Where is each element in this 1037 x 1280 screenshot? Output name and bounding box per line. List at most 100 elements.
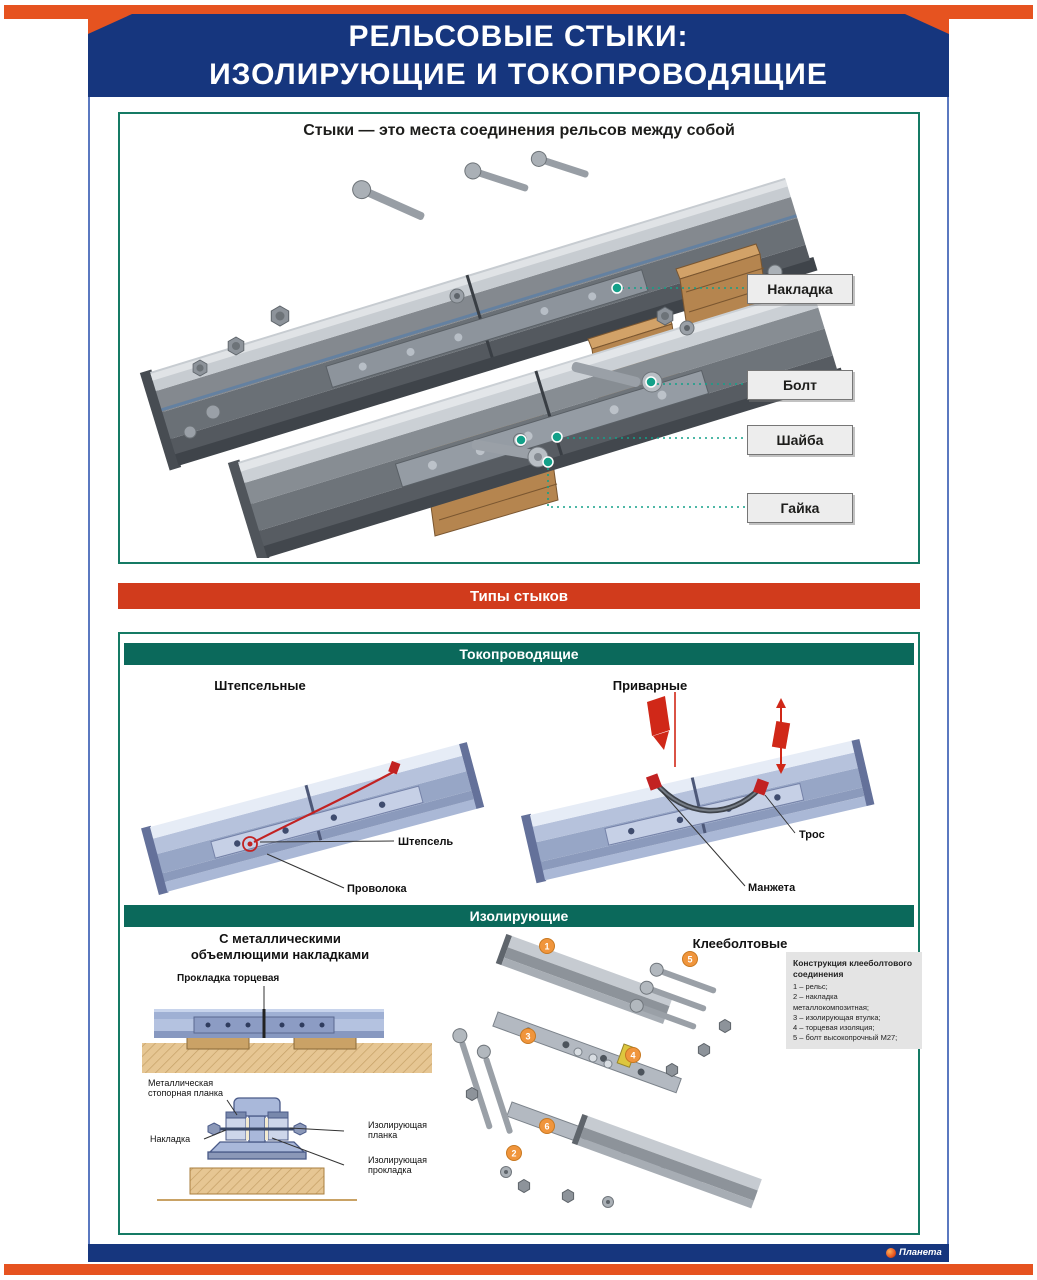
callout-box-bolt: Болт xyxy=(747,370,853,400)
glued-bolted-title: Клееболтовые xyxy=(692,936,788,951)
small-bolt-head-1 xyxy=(205,404,221,420)
glued-bolted-legend: Конструкция клееболтового соединения 1 –… xyxy=(786,952,922,1049)
conducting-header-bar: Токопроводящие xyxy=(124,643,914,665)
welded-joint-illustration: Трос Манжета xyxy=(521,692,875,894)
plug-label: Штепсель xyxy=(398,836,453,848)
callout-markers xyxy=(515,282,657,468)
plug-wire xyxy=(242,760,401,852)
cable xyxy=(645,773,770,814)
svg-text:4: 4 xyxy=(630,1051,635,1061)
callout-2: 2 xyxy=(506,1145,522,1161)
plug-label-leader xyxy=(259,840,395,843)
front-rail xyxy=(227,286,845,558)
legend-item: 3 – изолирующая втулка; xyxy=(793,1012,881,1022)
insulating-header-bar: Изолирующие xyxy=(124,905,914,927)
glued-bolted-exploded-view: 1 2 3 4 5 6 xyxy=(452,934,762,1209)
wire-label-leader xyxy=(266,853,345,889)
exploded-callouts: 1 2 3 4 5 6 xyxy=(506,938,698,1161)
exploded-bolt-3 xyxy=(629,998,697,1030)
callout-1: 1 xyxy=(539,938,555,954)
types-section: Токопроводящие Штепсельные Приварные xyxy=(118,632,922,1235)
publisher-logo-icon xyxy=(886,1247,896,1258)
legend-item: 1 – рельс; xyxy=(793,982,828,992)
welded-joint-title: Приварные xyxy=(612,678,688,693)
dimension-arrows xyxy=(647,692,791,774)
cuff-label-leader xyxy=(661,791,746,887)
washer-1 xyxy=(449,288,465,304)
callout-leaders xyxy=(547,287,745,508)
intro-section: Стыки — это места соединения рельсов меж… xyxy=(118,112,920,564)
hex-nut-2 xyxy=(227,336,245,356)
ins-gasket-label: Изолирующая прокладка xyxy=(368,1155,428,1176)
welded-rail xyxy=(521,738,875,884)
side-view-ballast xyxy=(142,1036,432,1073)
plug-joint-illustration: Штепсель Проволока xyxy=(141,742,485,896)
callout-3: 3 xyxy=(520,1028,536,1044)
poster-title-line2: ИЗОЛИРУЮЩИЕ И ТОКОПРОВОДЯЩИЕ xyxy=(209,58,828,91)
wire-label: Проволока xyxy=(347,883,407,895)
svg-text:6: 6 xyxy=(544,1122,549,1132)
svg-text:2: 2 xyxy=(511,1149,516,1159)
intro-caption: Стыки — это места соединения рельсов меж… xyxy=(303,122,735,139)
bottom-orange-strip xyxy=(4,1264,1033,1275)
callout-box-fishplate: Накладка xyxy=(747,274,853,304)
callout-box-nut: Гайка xyxy=(747,493,853,523)
insulated-joint-side-view: Прокладка торцевая xyxy=(142,973,432,1073)
side-frame xyxy=(88,97,949,1244)
rail-joint-illustration xyxy=(139,150,845,558)
svg-text:1: 1 xyxy=(544,942,549,952)
washer-2 xyxy=(679,320,695,336)
legend-item: 2 – накладка металлокомпозитная; xyxy=(793,992,869,1012)
loose-bolt-3 xyxy=(530,150,589,178)
exploded-long-bolt-2 xyxy=(476,1044,513,1134)
loose-bolt-1 xyxy=(352,180,425,220)
svg-text:5: 5 xyxy=(687,955,692,965)
footer-bar xyxy=(88,1244,949,1262)
metal-fishplate-title-line2: объемлющими накладками xyxy=(190,946,370,962)
ins-plate-label: Изолирующая планка xyxy=(368,1120,428,1141)
exploded-washers xyxy=(500,1166,614,1208)
exploded-bolt-2 xyxy=(639,980,707,1012)
insulated-joint-cross-section xyxy=(157,1097,357,1201)
callout-box-washer: Шайба xyxy=(747,425,853,455)
side-bolt xyxy=(571,361,641,387)
header-corner-right xyxy=(905,14,949,34)
bottom-bolt xyxy=(471,439,534,460)
exploded-bushings xyxy=(573,1047,613,1069)
small-bolt-head-2 xyxy=(183,425,197,439)
legend-item: 4 – торцевая изоляция; xyxy=(793,1022,875,1032)
end-gasket-label: Прокладка торцевая xyxy=(177,973,279,984)
fishplate-label: Накладка xyxy=(150,1134,191,1144)
plug-rail xyxy=(141,742,485,896)
plug-joint-title: Штепсельные xyxy=(214,678,306,693)
hex-nut-1 xyxy=(270,305,290,327)
cross-section-leaders xyxy=(203,1099,345,1166)
exploded-nuts xyxy=(465,1018,732,1204)
stop-plate-label: Металлическая стопорная планка xyxy=(148,1078,224,1099)
callout-4: 4 xyxy=(625,1047,641,1063)
publisher-logo-text: Планета xyxy=(899,1247,942,1258)
hex-nut-4 xyxy=(656,306,674,326)
header-corner-left xyxy=(88,14,132,34)
svg-text:3: 3 xyxy=(525,1032,530,1042)
side-view-rail xyxy=(154,1009,384,1038)
cross-section-rail xyxy=(207,1097,307,1160)
hex-nut-3 xyxy=(192,359,208,377)
legend-item: 5 – болт высокопрочный М27; xyxy=(793,1032,898,1042)
exploded-bolt-1 xyxy=(649,962,717,994)
cable-label: Трос xyxy=(799,829,825,841)
poster-header: РЕЛЬСОВЫЕ СТЫКИ: ИЗОЛИРУЮЩИЕ И ТОКОПРОВО… xyxy=(88,14,949,97)
cable-label-leader xyxy=(764,794,796,834)
cuff-label: Манжета xyxy=(748,882,796,894)
metal-fishplate-title: С металлическими объемлющими накладками xyxy=(150,931,410,962)
exploded-fishplate-1 xyxy=(492,1011,682,1094)
exploded-rail-bottom xyxy=(571,1113,762,1209)
legend-title: Конструкция клееболтового соединения xyxy=(793,958,913,979)
callout-5: 5 xyxy=(682,951,698,967)
poster-title-line1: РЕЛЬСОВЫЕ СТЫКИ: xyxy=(348,20,689,53)
metal-fishplate-title-line1: С металлическими xyxy=(219,931,341,946)
back-rail xyxy=(139,177,818,471)
loose-bolt-2 xyxy=(464,162,529,192)
callout-6: 6 xyxy=(539,1118,555,1134)
